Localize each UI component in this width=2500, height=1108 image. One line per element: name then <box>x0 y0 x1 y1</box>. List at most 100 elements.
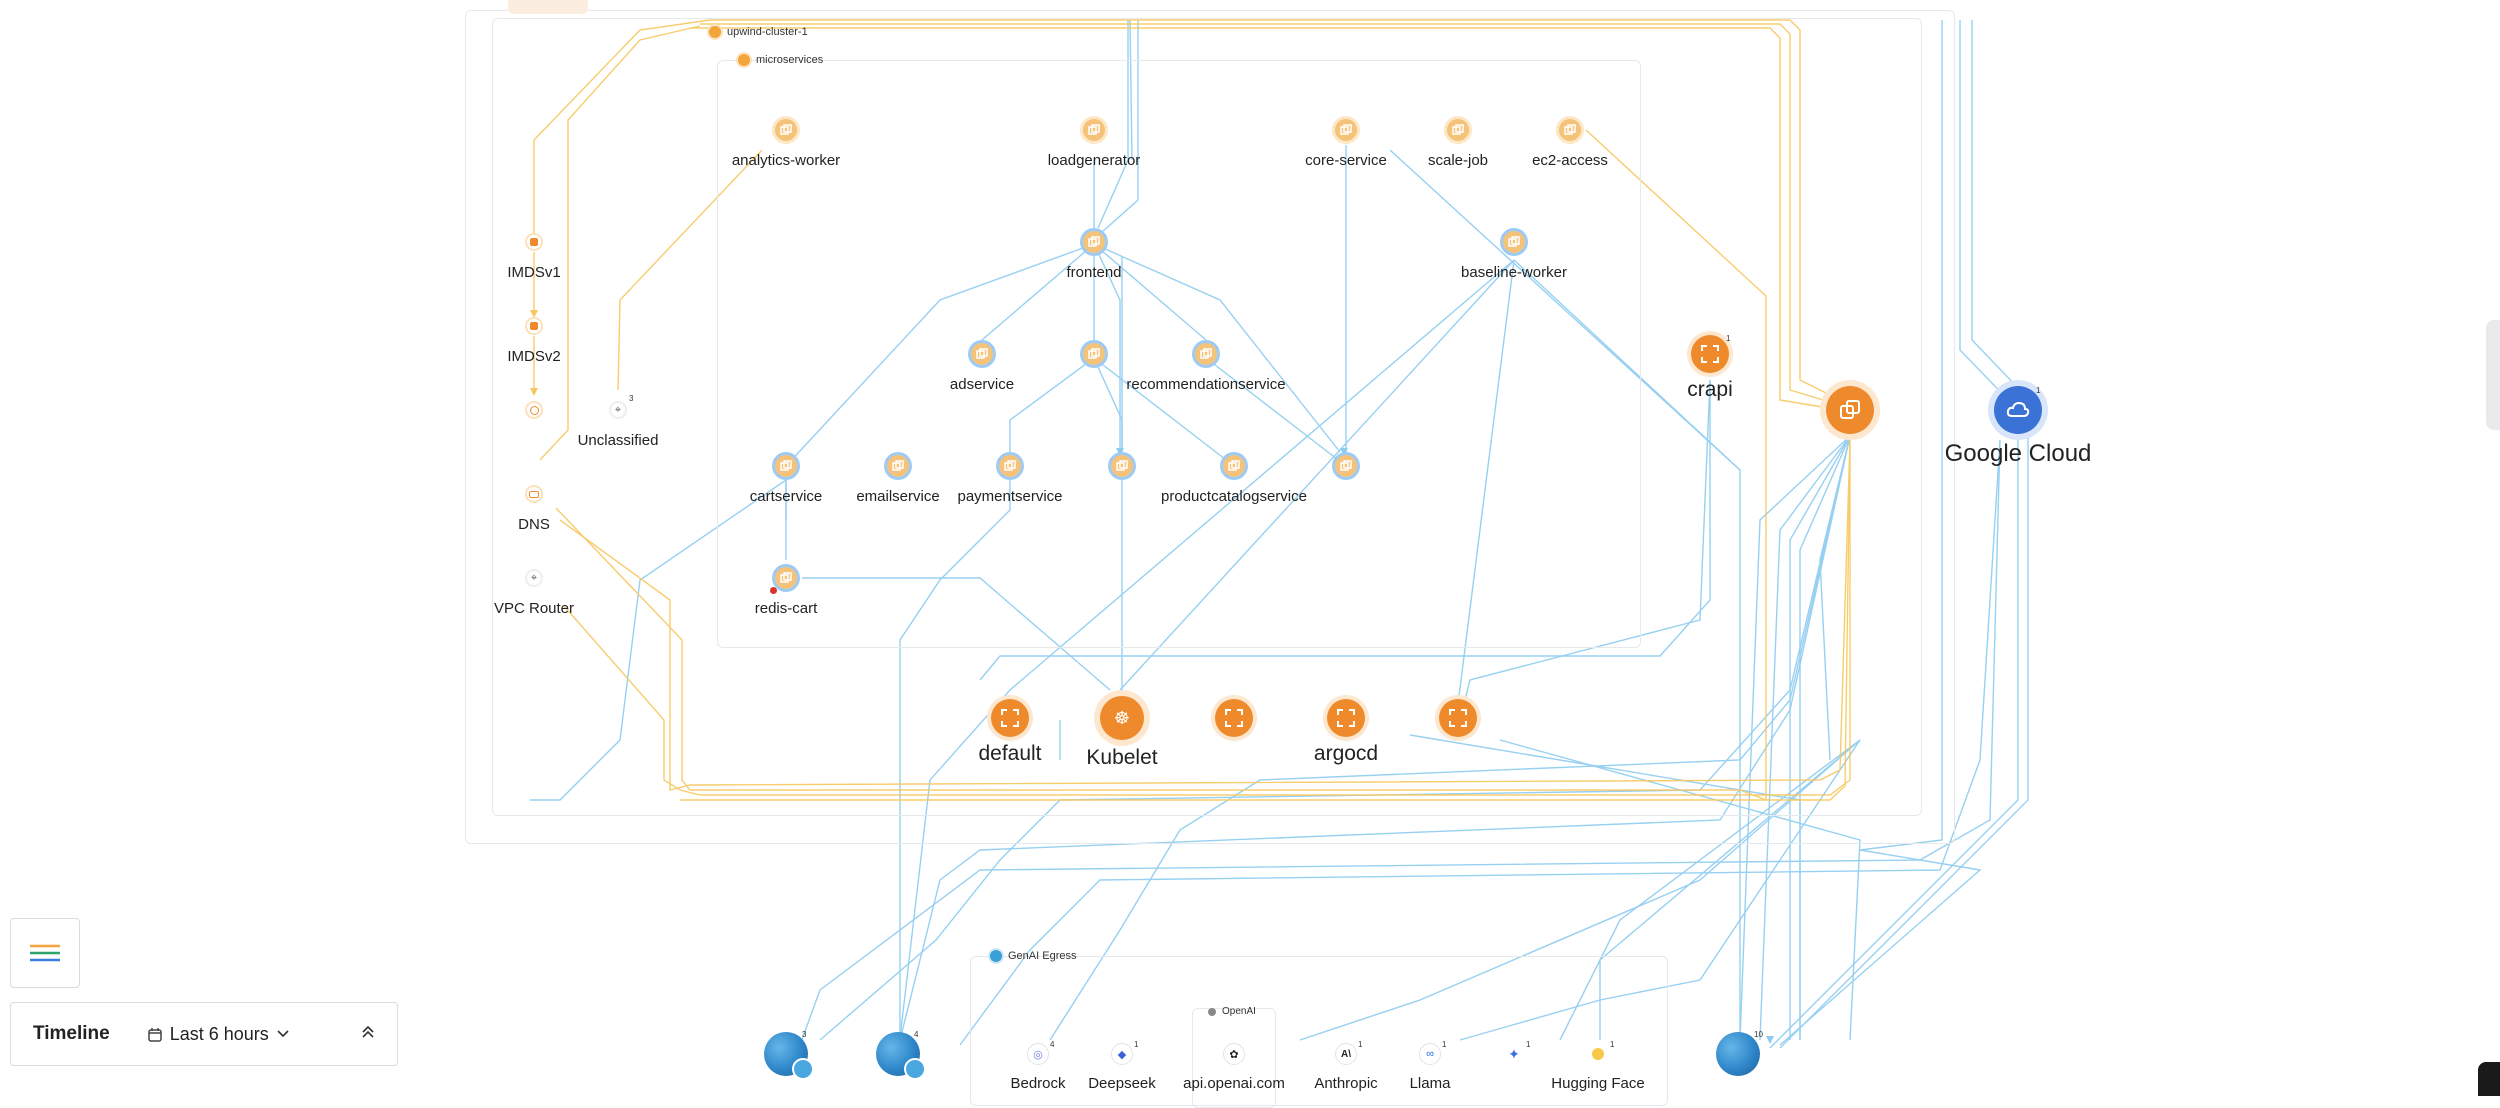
node-checkoutservice[interactable] <box>1080 340 1108 368</box>
badge-google-cloud: 1 <box>2036 386 2041 395</box>
timeline-range-selector[interactable]: Last 6 hours <box>147 1023 289 1045</box>
clock-icon <box>529 405 539 415</box>
badge-globe-2: 4 <box>914 1030 919 1039</box>
node-google-cloud[interactable] <box>1994 386 2042 434</box>
node-analytics-worker[interactable] <box>772 116 800 144</box>
top-partial-node <box>508 0 588 14</box>
node-unclassified[interactable]: ⌖ <box>609 401 627 419</box>
node-paymentservice[interactable] <box>996 452 1024 480</box>
label-core-service: core-service <box>1305 152 1387 169</box>
kubelet-icon: ☸ <box>1113 707 1131 728</box>
node-loadgenerator[interactable] <box>1080 116 1108 144</box>
cluster-frame <box>492 18 1922 816</box>
label-hugging-face: Hugging Face <box>1551 1075 1645 1092</box>
node-hugging-face[interactable] <box>1587 1043 1609 1065</box>
copy-stack-icon <box>1840 400 1860 419</box>
node-vpc-router[interactable]: ⌖ <box>525 569 543 587</box>
label-argocd: argocd <box>1313 742 1379 765</box>
deepseek-icon: ◆ <box>1117 1048 1127 1061</box>
node-deepseek[interactable]: ◆ <box>1111 1043 1133 1065</box>
gemini-icon: ✦ <box>1508 1045 1520 1062</box>
node-internet-globe-2[interactable] <box>876 1032 926 1080</box>
genai-icon <box>990 950 1002 962</box>
cluster-label[interactable]: upwind-cluster-1 <box>709 26 808 38</box>
node-crapi[interactable] <box>1691 335 1729 373</box>
timeline-range-value: Last 6 hours <box>169 1023 269 1044</box>
node-productcatalogservice[interactable] <box>1220 452 1248 480</box>
node-shippingservice[interactable] <box>1332 452 1360 480</box>
meta-icon: ∞ <box>1426 1048 1434 1060</box>
node-clock[interactable] <box>525 401 543 419</box>
router-icon: ⌖ <box>530 571 538 584</box>
timeline-collapse-button[interactable] <box>361 1025 375 1044</box>
node-ec2-access[interactable] <box>1556 116 1584 144</box>
label-unclassified: Unclassified <box>577 432 659 449</box>
node-namespace-unlabeled-2[interactable] <box>1439 699 1477 737</box>
node-redis-cart[interactable] <box>770 564 800 594</box>
dns-icon <box>529 490 539 498</box>
label-paymentservice: paymentservice <box>957 488 1063 505</box>
cloud-badge-icon <box>904 1058 926 1080</box>
openai-group-label: OpenAI <box>1208 1006 1256 1017</box>
legend-lines-icon <box>30 944 60 962</box>
label-default: default <box>978 742 1042 765</box>
node-llama[interactable]: ∞ <box>1419 1043 1441 1065</box>
corner-widget[interactable] <box>2478 1062 2500 1096</box>
cluster-icon <box>709 26 721 38</box>
hugging-face-icon <box>1592 1048 1604 1060</box>
label-loadgenerator: loadgenerator <box>1047 152 1141 169</box>
node-cartservice[interactable] <box>772 452 800 480</box>
namespace-box-icon <box>1701 345 1719 363</box>
namespace-frame <box>717 60 1641 648</box>
alert-dot-icon <box>770 587 777 594</box>
openai-group-icon <box>1208 1007 1216 1016</box>
label-ec2-access: ec2-access <box>1532 152 1608 169</box>
node-imdsv2[interactable] <box>525 317 543 335</box>
badge-crapi: 1 <box>1726 334 1731 343</box>
label-kubelet: Kubelet <box>1086 746 1158 769</box>
badge-hugging-face: 1 <box>1610 1040 1615 1049</box>
node-baseline-worker[interactable] <box>1500 228 1528 256</box>
label-vpc-router: VPC Router <box>493 600 575 617</box>
node-adservice[interactable] <box>968 340 996 368</box>
node-core-service[interactable] <box>1332 116 1360 144</box>
cloud-icon <box>2006 401 2030 417</box>
legend-button[interactable] <box>10 918 80 988</box>
node-emailservice[interactable] <box>884 452 912 480</box>
node-bedrock[interactable]: ◎ <box>1027 1043 1049 1065</box>
node-api-openai-com[interactable]: ✿ <box>1223 1043 1245 1065</box>
node-imdsv1[interactable] <box>525 233 543 251</box>
side-panel-handle[interactable] <box>2486 320 2500 430</box>
chevron-down-icon <box>277 1030 289 1038</box>
node-gemini[interactable]: ✦ <box>1503 1043 1525 1065</box>
node-internet-globe-3[interactable] <box>1716 1032 1760 1076</box>
node-kubelet[interactable]: ☸ <box>1100 696 1144 740</box>
node-internet-globe-1[interactable] <box>764 1032 814 1080</box>
openai-icon: ✿ <box>1229 1048 1239 1061</box>
node-recommendationservice[interactable] <box>1192 340 1220 368</box>
label-scale-job: scale-job <box>1427 152 1489 169</box>
node-default[interactable] <box>991 699 1029 737</box>
genai-egress-label[interactable]: GenAI Egress <box>990 950 1076 962</box>
label-api-openai-com: api.openai.com <box>1183 1075 1285 1092</box>
label-crapi: crapi <box>1687 378 1733 401</box>
node-frontend[interactable] <box>1080 228 1108 256</box>
namespace-box-icon <box>1001 709 1019 727</box>
label-imdsv1: IMDSv1 <box>507 264 561 281</box>
namespace-label[interactable]: microservices <box>738 54 823 66</box>
node-external-services[interactable] <box>1826 386 1874 434</box>
node-dns[interactable] <box>525 485 543 503</box>
namespace-box-icon <box>1337 709 1355 727</box>
node-argocd[interactable] <box>1327 699 1365 737</box>
node-currencyservice[interactable] <box>1108 452 1136 480</box>
location-pin-icon: ⌖ <box>614 403 622 416</box>
node-namespace-unlabeled[interactable] <box>1215 699 1253 737</box>
label-recommendationservice: recommendationservice <box>1126 376 1286 393</box>
label-emailservice: emailservice <box>856 488 940 505</box>
node-scale-job[interactable] <box>1444 116 1472 144</box>
label-productcatalogservice: productcatalogservice <box>1161 488 1307 505</box>
node-anthropic[interactable]: A\ <box>1335 1043 1357 1065</box>
badge-deepseek: 1 <box>1134 1040 1139 1049</box>
label-bedrock: Bedrock <box>1010 1075 1066 1092</box>
